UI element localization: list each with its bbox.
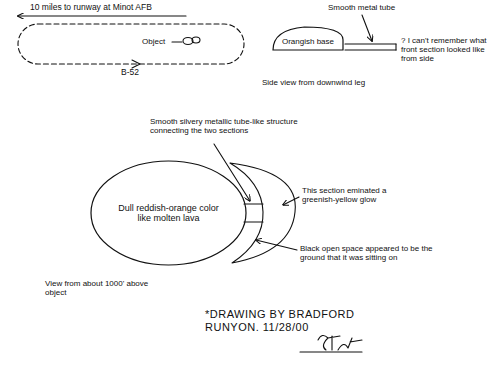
tube-line (244, 203, 263, 204)
annotation-label: 10 miles to runway at Minot AFB (30, 3, 195, 13)
annotation-label: Side view from downwind leg (262, 78, 422, 87)
credit-text: *DRAWING BY BRADFORD RUNYON. 11/28/00 (205, 308, 360, 333)
annotation-label: Smooth metal tube (328, 3, 438, 12)
underline (300, 351, 362, 352)
outline-shape (273, 27, 343, 50)
leader-line (172, 41, 182, 42)
leader-arrow (214, 144, 250, 201)
annotation-label: Black open space appeared to be the grou… (300, 244, 450, 262)
signature (318, 335, 362, 350)
leader-arrow (362, 15, 372, 41)
ellipse-section: Dull reddish-orange color like molten la… (90, 160, 247, 266)
annotation-label: This section eminated a greenish-yellow … (302, 186, 414, 204)
runway-arrow (18, 15, 186, 16)
crescent-section (230, 163, 295, 263)
tube-line (345, 43, 396, 44)
tube-line (395, 44, 396, 50)
annotation-label: Smooth silvery metallic tube-like struct… (150, 117, 325, 135)
dome-section: Orangish base (272, 26, 344, 51)
object-mark (192, 37, 200, 43)
node-text: Orangish base (282, 37, 334, 46)
flight-path (18, 24, 244, 64)
tube-line (244, 221, 263, 222)
annotation-label: B-52 (121, 68, 161, 78)
node-text-wrap: Orangish base (282, 37, 334, 46)
object-mark (183, 38, 193, 45)
annotation-label: ? I can't remember what front section lo… (401, 36, 491, 64)
node-text-wrap: Dull reddish-orange color like molten la… (117, 203, 220, 224)
leader-arrow (283, 197, 299, 205)
tube-line (345, 49, 396, 50)
outline-shape (91, 161, 246, 265)
annotation-label: View from about 1000' above object (45, 279, 157, 297)
annotation-label: Object (142, 37, 176, 46)
leader-arrow (256, 240, 297, 250)
node-text: Dull reddish-orange color like molten la… (117, 203, 220, 224)
direction-arrow (132, 60, 140, 68)
